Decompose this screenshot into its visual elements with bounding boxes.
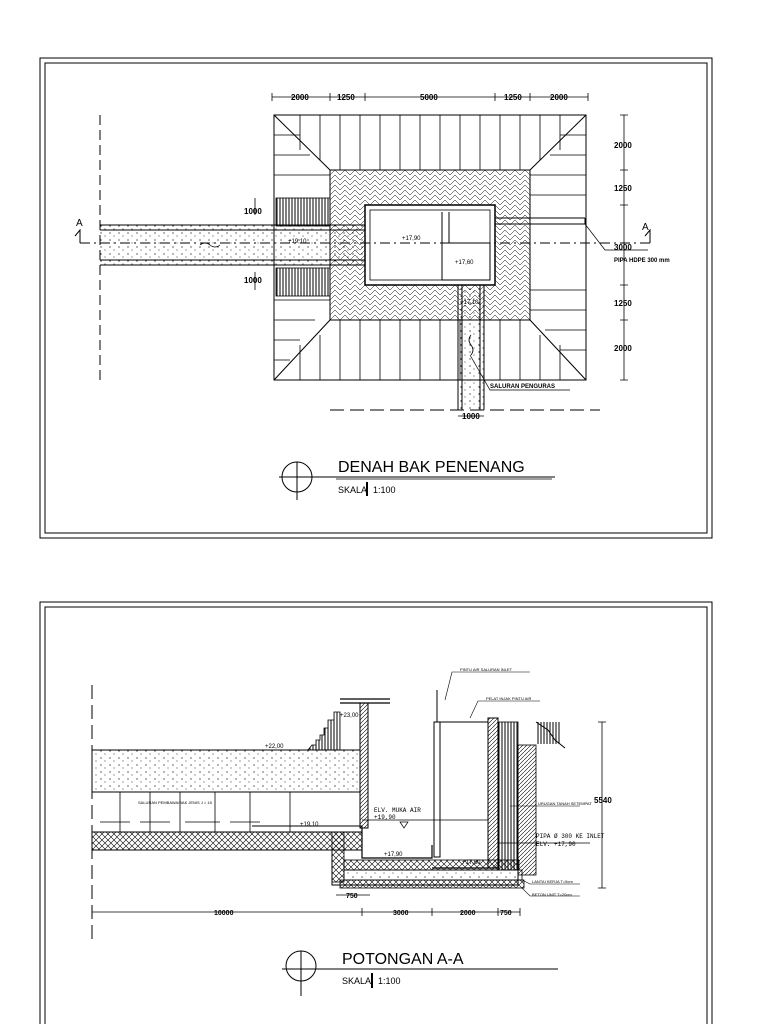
- plan-dim-right-4: 2000: [614, 344, 632, 353]
- section-label-inlet-pipe: PIPA Ø 300 KE INLET: [536, 833, 605, 840]
- section-label-door: PINTU AIR SALURAN INLET: [460, 667, 513, 672]
- section-frame-outer: [39, 601, 713, 1024]
- plan-dim-pipe-top: 1000: [244, 207, 262, 216]
- section-elev-floor2: +17,60: [462, 860, 481, 866]
- plan-dim-outlet: 1000: [462, 412, 480, 421]
- section-label-channel: SALURAN PEMBAWA/BAK JENIS J = 15: [138, 800, 213, 805]
- section-label-plate: PELAT INJAK PINTU AIR: [486, 696, 532, 701]
- plan-dim-right-1: 1250: [614, 184, 632, 193]
- section-title: POTONGAN A-A: [342, 951, 464, 968]
- plan-elev-chamber: +17,60: [455, 260, 474, 266]
- plan-dim-right: [620, 114, 628, 381]
- plan-section-mark-right: A: [642, 222, 649, 233]
- section-elev-water: +19,90: [374, 814, 396, 821]
- plan-label-channel: SALURAN PENGURAS: [490, 384, 555, 390]
- plan-dim-top: [271, 93, 589, 101]
- plan-frame-outer: [39, 57, 713, 539]
- section-scale-value: 1:100: [378, 976, 401, 986]
- plan-scale-value: 1:100: [373, 485, 396, 495]
- section-dim-bottom-1: 3000: [393, 910, 409, 917]
- section-dim-750a: 750: [346, 893, 358, 900]
- plan-section-mark-left: A: [76, 218, 83, 229]
- section-elev-top: +23,00: [340, 713, 359, 719]
- section-dim-bottom-0: 10000: [214, 910, 234, 917]
- plan-elev-basin: +17,90: [402, 236, 421, 242]
- section-dims: [91, 721, 606, 916]
- plan-basin: [364, 204, 496, 286]
- section-elev-ground: +22,00: [265, 744, 284, 750]
- section-dim-height: 5540: [594, 796, 612, 805]
- section-label-concrete: BETON UNIT T=20cm: [532, 892, 572, 897]
- section-ground-fill: [91, 749, 361, 793]
- plan-scale-label: SKALA: [338, 485, 367, 495]
- plan-elev-inlet: +19,10: [288, 239, 307, 245]
- section-frame-inner: [44, 606, 708, 1024]
- section-label-inlet-elev: ELV. +17,90: [536, 841, 576, 848]
- section-label-water: ELV. MUKA AIR: [374, 807, 421, 814]
- section-elev-floor: +17,90: [384, 852, 403, 858]
- section-stairs: [307, 711, 341, 751]
- plan-sheet: DENAH BAK PENENANG SKALA 1:100 2000 1250…: [39, 57, 713, 539]
- plan-dim-right-3: 1250: [614, 299, 632, 308]
- plan-dim-right-0: 2000: [614, 141, 632, 150]
- plan-frame-inner: [44, 62, 708, 534]
- section-sheet: POTONGAN A-A SKALA 1:100 +23,00 +22,00 +…: [39, 601, 713, 1024]
- plan-dim-top-1: 1250: [337, 93, 355, 102]
- section-channel-bed: [91, 831, 363, 851]
- plan-dim-right-2: 3000: [614, 243, 632, 252]
- plan-dim-pipe-bottom: 1000: [244, 276, 262, 285]
- section-basin: [331, 690, 566, 889]
- plan-dim-top-4: 2000: [550, 93, 568, 102]
- plan-title: DENAH BAK PENENANG: [338, 459, 525, 476]
- section-elev-channel: +19,10: [300, 822, 319, 828]
- section-dim-bottom-2: 2000: [460, 910, 476, 917]
- plan-elev-outlet: +17,10: [460, 300, 479, 306]
- plan-label-pipe: PIPA HDPE 300 mm: [614, 258, 670, 264]
- section-scale-label: SKALA: [342, 976, 371, 986]
- plan-inlet-channel: [100, 225, 365, 265]
- plan-dim-top-2: 5000: [420, 93, 438, 102]
- plan-dim-top-0: 2000: [291, 93, 309, 102]
- section-label-slab: LANTAI KERJA T=5cm: [532, 879, 574, 884]
- section-label-fill: URUGAN TANAH SETEMPAT: [538, 801, 592, 806]
- section-dim-bottom-3: 750: [500, 910, 512, 917]
- plan-dim-top-3: 1250: [504, 93, 522, 102]
